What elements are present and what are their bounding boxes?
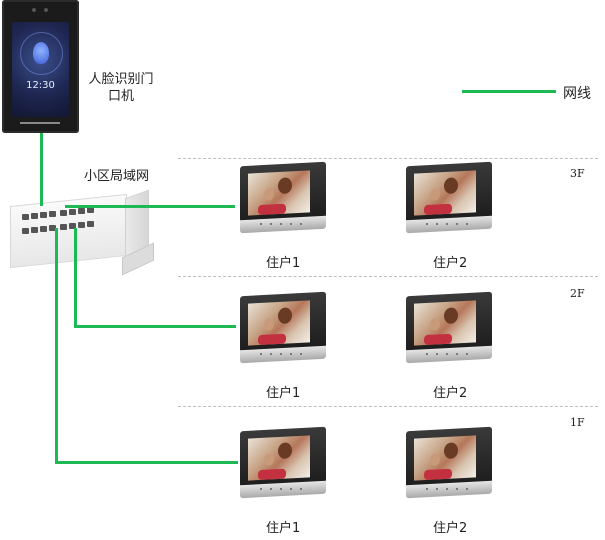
camera-icon: [44, 8, 48, 12]
face-terminal-label-line2: 口机: [107, 89, 134, 104]
face-recognition-terminal: 12:30: [2, 0, 79, 133]
unit-label: 住户2: [433, 256, 468, 271]
indoor-monitor: [240, 425, 328, 501]
floor-label-2f: 2F: [570, 287, 585, 300]
face-terminal-label: 人脸识别门 口机: [88, 71, 154, 105]
unit-label: 住户1: [266, 386, 301, 401]
unit-label: 住户1: [266, 521, 301, 536]
floor-label-1f: 1F: [570, 416, 585, 429]
indoor-monitor: [406, 425, 494, 501]
brand-logo: [20, 122, 60, 124]
indoor-monitor: [240, 290, 328, 366]
switch-label: 小区局域网: [84, 169, 150, 184]
scan-ring-icon: [20, 32, 63, 75]
floor-divider: [178, 276, 598, 277]
floor-divider: [178, 158, 598, 159]
floor-label-3f: 3F: [570, 167, 585, 180]
cable-2f-vertical: [74, 228, 77, 327]
unit-label: 住户1: [266, 256, 301, 271]
face-terminal-label-line1: 人脸识别门: [88, 72, 154, 87]
cable-2f: [74, 325, 236, 328]
face-icon: [33, 42, 49, 64]
indoor-monitor: [406, 160, 494, 236]
indoor-monitor: [406, 290, 494, 366]
cable-1f-vertical: [55, 228, 58, 463]
cable-1f: [55, 461, 238, 464]
unit-label: 住户2: [433, 386, 468, 401]
camera-icon: [32, 8, 36, 12]
terminal-time: 12:30: [26, 80, 55, 91]
terminal-screen: 12:30: [12, 22, 69, 117]
indoor-monitor: [240, 160, 328, 236]
floor-divider: [178, 406, 598, 407]
network-switch: [10, 189, 154, 276]
cable-terminal-to-switch: [40, 133, 43, 206]
cable-3f: [65, 205, 235, 208]
legend-line: [462, 90, 556, 93]
unit-label: 住户2: [433, 521, 468, 536]
legend-label: 网线: [563, 86, 591, 102]
